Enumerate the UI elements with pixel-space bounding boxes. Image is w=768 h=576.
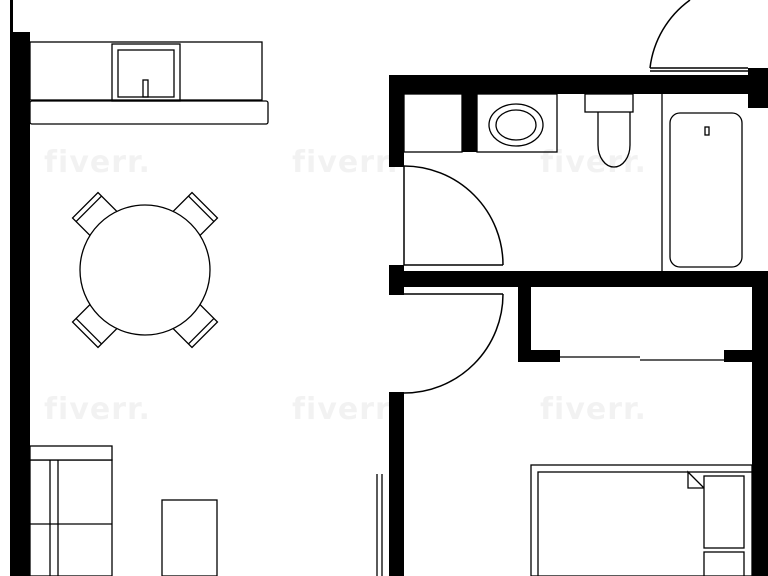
nightstand [703, 475, 745, 549]
toilet-bowl [597, 112, 631, 168]
sink-faucet-icon [142, 79, 149, 98]
left-exterior-wall [10, 32, 30, 576]
wardrobe-left-wall [518, 287, 531, 362]
wardrobe-bottom-right-stub [724, 350, 754, 362]
bedroom-right-wall [752, 287, 768, 576]
walls [10, 0, 768, 576]
bathroom-door [403, 165, 504, 266]
living-furniture [29, 445, 383, 576]
bathroom-door-swing [403, 165, 504, 266]
left-wall-upper-stub [10, 0, 13, 34]
bedroom-furniture [530, 464, 753, 576]
bathtub-drain-icon [704, 126, 710, 136]
washbasin-counter [476, 93, 558, 153]
toilet-tank [584, 93, 634, 113]
bedroom-door [403, 293, 504, 394]
bedroom-left-wall [389, 392, 404, 576]
wardrobe [560, 356, 724, 361]
washbasin-inner [495, 109, 537, 141]
kitchen-sink-inner [117, 49, 175, 98]
counter-top [29, 41, 263, 101]
sofa-top-cushion [29, 445, 113, 461]
kitchen-counter [29, 41, 269, 125]
closet-shelf [403, 93, 463, 153]
bedroom-door-swing [403, 293, 504, 394]
washbasin-outer [488, 103, 544, 147]
pillow [703, 551, 745, 576]
entry-door-swing [649, 0, 691, 69]
bathroom-fixtures [403, 93, 743, 271]
bathroom-bottom-wall [389, 271, 768, 287]
closet-partition-wall [462, 92, 477, 152]
left-door-jamb [389, 265, 404, 295]
sofa [29, 459, 113, 576]
dining-table [79, 204, 211, 336]
bed-sheet-fold [687, 470, 706, 489]
wardrobe-bottom-left-stub [518, 350, 560, 362]
bathroom-right-top-wall [748, 68, 768, 108]
desk [161, 499, 218, 576]
counter-base [29, 100, 269, 125]
bathroom-top-wall [389, 75, 752, 94]
entry-door [649, 0, 748, 72]
kitchen-sink-outer [111, 43, 181, 102]
bathtub [669, 112, 743, 268]
bathroom-left-wall [389, 75, 404, 167]
dining-set [71, 191, 219, 349]
